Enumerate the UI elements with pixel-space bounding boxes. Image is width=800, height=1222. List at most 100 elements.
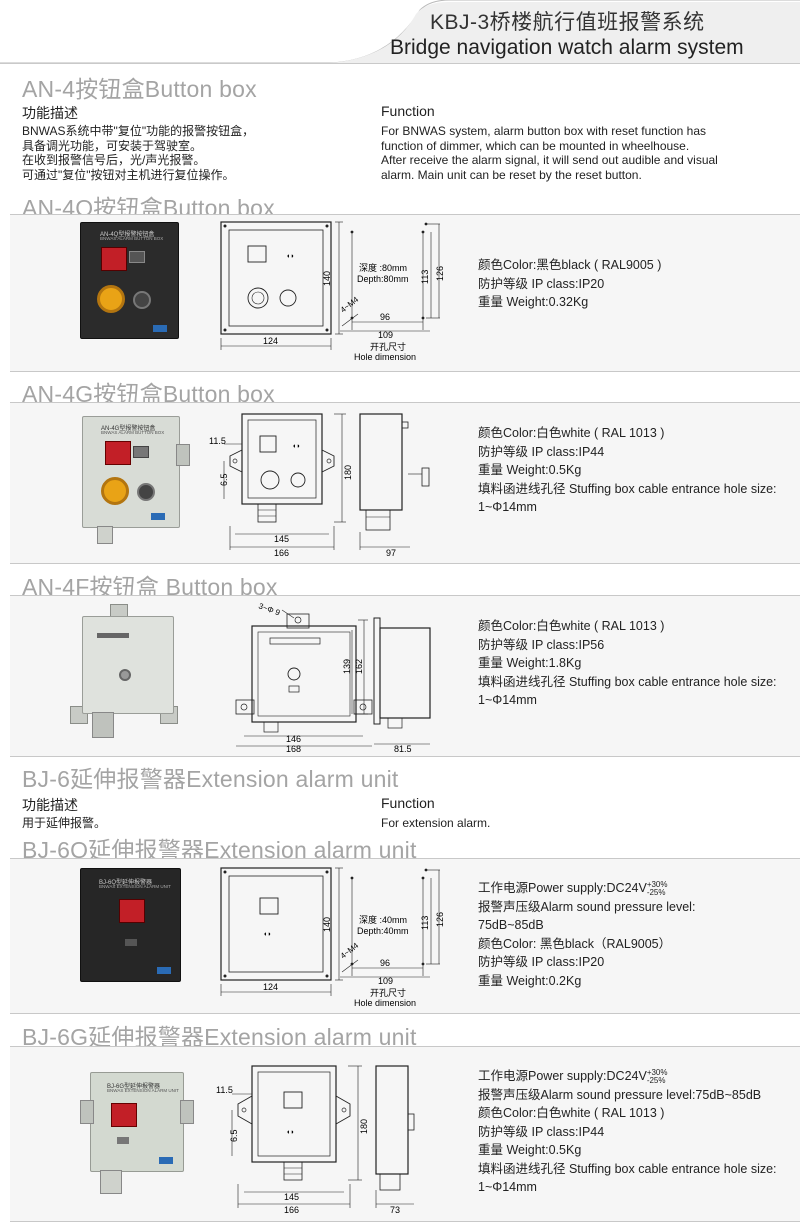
dim-label: 180 — [343, 465, 353, 480]
dim-label: 166 — [284, 1205, 299, 1215]
spec-power: 工作电源Power supply:DC24V+30% -25% — [478, 879, 695, 898]
spec-line: 1~Φ14mm — [478, 693, 537, 707]
dim-label: 113 — [420, 916, 430, 930]
spec-line: 填料函进线孔径 Stuffing box cable entrance hole… — [478, 481, 777, 496]
spec-line: 75dB~85dB — [478, 918, 544, 932]
dim-label: 4~M4 — [339, 295, 361, 315]
reset-button-icon — [101, 477, 129, 505]
spec-line: 填料函进线孔径 Stuffing box cable entrance hole… — [478, 674, 777, 689]
specs-an4q: 颜色Color:黑色black ( RAL9005 ) 防护等级 IP clas… — [478, 256, 661, 312]
logo-icon — [151, 513, 165, 520]
svg-text:◖◗: ◖◗ — [292, 443, 300, 450]
dimmer-knob-icon — [133, 291, 151, 309]
function-title-en: Function — [381, 795, 435, 811]
hole-label: Hole dimension — [354, 352, 416, 362]
depth-label: 深度 :40mm — [359, 914, 407, 925]
photo-label: BJ-6G型延伸报警器 — [107, 1084, 161, 1090]
dim-label: 146 — [286, 734, 301, 744]
photo-label: AN-4G型报警按钮盒 — [101, 426, 156, 432]
product-photo-bj6q: BJ-6Q型延伸报警器 BNWAS EXTENSION ALARM UNIT — [80, 868, 181, 982]
function-text-en: For BNWAS system, alarm button box with … — [381, 124, 718, 182]
reset-button-icon — [97, 285, 125, 313]
photo-label: AN-4Q型报警按钮盒 — [100, 232, 155, 238]
dimension-drawing-an4g: ◖◗ 11.5 6.5 180 145 166 97 — [209, 413, 430, 558]
dim-label: 140 — [322, 271, 332, 286]
logo-icon — [153, 325, 167, 332]
depth-label: Depth:80mm — [357, 274, 409, 284]
photo-sublabel: BNWAS EXTENSION ALARM UNIT — [107, 1088, 179, 1093]
spec-line: 重量 Weight:0.2Kg — [478, 973, 582, 988]
nameplate-icon — [97, 633, 129, 638]
alarm-light-icon — [105, 441, 131, 465]
spec-line: 防护等级 IP class:IP56 — [478, 637, 605, 652]
dim-label: 11.5 — [209, 436, 226, 446]
dim-label: 139 — [342, 659, 352, 674]
dim-label: 145 — [274, 534, 289, 544]
hole-label: 开孔尺寸 — [370, 341, 406, 352]
dimension-drawing-an4q: ◖◗ 124 140 96 109 113 126 4~M4 深度 :80mm … — [220, 221, 445, 362]
product-photo-bj6g: BJ-6G型延伸报警器 BNWAS EXTENSION ALARM UNIT — [90, 1072, 184, 1172]
spec-line: 防护等级 IP class:IP20 — [478, 276, 605, 291]
section-heading-bj6: BJ-6延伸报警器Extension alarm unit — [22, 766, 399, 792]
dimension-drawing-bj6g: ◖◗ 11.5 6.5 180 145 166 73 — [216, 1065, 415, 1215]
svg-text:◖◗: ◖◗ — [286, 253, 294, 260]
cable-gland-icon — [92, 712, 114, 738]
power-main: 工作电源Power supply:DC24V — [478, 881, 647, 895]
buzzer-icon — [133, 446, 149, 458]
spec-line: 颜色Color:白色white ( RAL 1013 ) — [478, 426, 665, 440]
dim-label: 4~M4 — [339, 941, 361, 961]
dim-label: 96 — [380, 958, 390, 968]
photo-label: BJ-6Q型延伸报警器 — [99, 880, 153, 886]
product-photo-an4g: AN-4G型报警按钮盒 BNWAS ALARM BUTTON BOX — [82, 416, 180, 528]
spec-line: 填料函进线孔径 Stuffing box cable entrance hole… — [478, 1161, 777, 1176]
dim-label: 11.5 — [216, 1085, 233, 1095]
mounting-tab-icon — [180, 1100, 194, 1124]
power-main: 工作电源Power supply:DC24V — [478, 1069, 647, 1083]
buzzer-icon — [125, 939, 137, 946]
specs-an4g: 颜色Color:白色white ( RAL 1013 ) 防护等级 IP cla… — [478, 424, 777, 517]
product-photo-an4q: AN-4Q型报警按钮盒 BNWAS ALARM BUTTON BOX — [80, 222, 179, 339]
spec-line: 1~Φ14mm — [478, 500, 537, 514]
buzzer-icon — [129, 251, 145, 263]
cable-gland-icon — [100, 1170, 122, 1194]
dimension-drawing-bj6q: ◖◗ 124 140 96 109 113 126 4~M4 深度 :40mm … — [220, 867, 445, 1008]
cable-gland-icon — [97, 526, 113, 544]
specs-bj6q: 工作电源Power supply:DC24V+30% -25% 报警声压级Ala… — [478, 879, 695, 990]
page-title-zh: KBJ-3桥楼航行值班报警系统 — [430, 11, 705, 34]
dim-label: 109 — [378, 330, 393, 340]
spec-line: 颜色Color: 黑色black（RAL9005） — [478, 936, 672, 951]
spec-power: 工作电源Power supply:DC24V+30% -25% — [478, 1067, 777, 1086]
section-heading-an4: AN-4按钮盒Button box — [22, 76, 257, 102]
specs-bj6g: 工作电源Power supply:DC24V+30% -25% 报警声压级Ala… — [478, 1067, 777, 1197]
function-text-en: For extension alarm. — [381, 816, 491, 830]
spec-line: 重量 Weight:0.5Kg — [478, 463, 582, 477]
spec-line: 1~Φ14mm — [478, 1180, 537, 1194]
dim-label: 97 — [386, 548, 396, 558]
header-banner — [0, 0, 800, 64]
product-photo-an4f — [82, 616, 174, 714]
function-title-zh: 功能描述 — [22, 105, 78, 121]
spec-line: 重量 Weight:0.32Kg — [478, 295, 589, 309]
logo-icon — [159, 1157, 173, 1164]
dim-label: 126 — [435, 266, 445, 281]
dimension-drawing-an4f: 3~Φ 9 139 162 146 168 81.5 — [235, 601, 431, 754]
section-heading-bj6g: BJ-6G延伸报警器Extension alarm unit — [22, 1024, 417, 1050]
dim-label: 162 — [354, 659, 364, 674]
buzzer-icon — [117, 1137, 129, 1144]
dim-label: 81.5 — [394, 744, 412, 754]
reset-button-icon — [119, 669, 131, 681]
alarm-light-icon — [101, 247, 127, 271]
spec-line: 防护等级 IP class:IP44 — [478, 1124, 605, 1139]
photo-sublabel: BNWAS ALARM BUTTON BOX — [100, 236, 164, 241]
specs-an4f: 颜色Color:白色white ( RAL 1013 ) 防护等级 IP cla… — [478, 617, 777, 710]
alarm-light-icon — [119, 899, 145, 923]
spec-line: 重量 Weight:1.8Kg — [478, 656, 582, 670]
logo-icon — [157, 967, 171, 974]
dim-label: 96 — [380, 312, 390, 322]
spec-line: 颜色Color:白色white ( RAL 1013 ) — [478, 1106, 665, 1120]
mounting-tab-icon — [80, 1100, 94, 1124]
dimmer-knob-icon — [137, 483, 155, 501]
spec-line: 报警声压级Alarm sound pressure level: — [478, 899, 696, 914]
hole-label: 开孔尺寸 — [370, 987, 406, 998]
dim-label: 166 — [274, 548, 289, 558]
